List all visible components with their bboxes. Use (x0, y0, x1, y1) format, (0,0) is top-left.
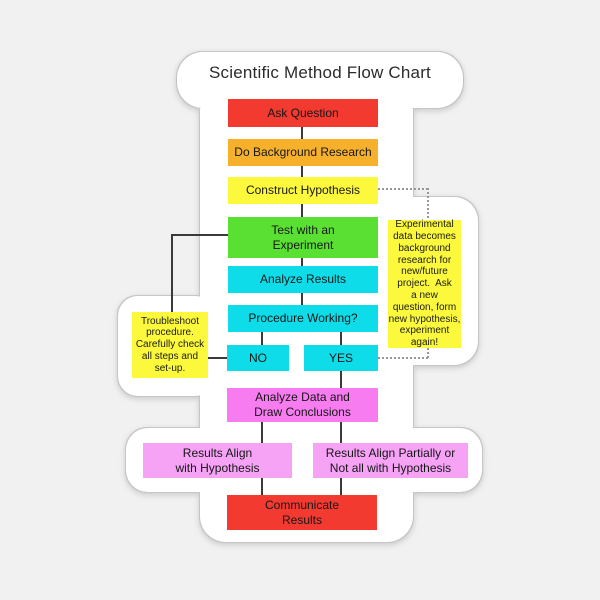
node-yes: YES (304, 345, 378, 371)
node-ask-question: Ask Question (228, 99, 378, 127)
edge-main-column-line (301, 112, 303, 318)
note-experimental: Experimental data becomes background res… (388, 219, 461, 349)
chart-title: Scientific Method Flow Chart (209, 63, 431, 82)
node-test-experiment: Test with an Experiment (228, 217, 378, 258)
node-background-research: Do Background Research (228, 139, 378, 166)
edge-no-to-troubleshoot (208, 357, 228, 359)
edge-dotted-to-hypothesis (378, 188, 428, 190)
node-construct-hypothesis: Construct Hypothesis (228, 177, 378, 204)
node-procedure-working: Procedure Working? (228, 305, 378, 332)
node-analyze-results: Analyze Results (228, 266, 378, 293)
note-troubleshoot: Troubleshoot procedure. Carefully check … (132, 312, 208, 378)
node-communicate-results: Communicate Results (227, 495, 377, 530)
node-analyze-data-conclusions: Analyze Data and Draw Conclusions (227, 388, 378, 422)
node-results-partial: Results Align Partially or Not all with … (313, 443, 468, 478)
edge-working-to-no (261, 318, 263, 358)
edge-loop-vertical (171, 234, 173, 312)
node-results-align: Results Align with Hypothesis (143, 443, 292, 478)
node-no: NO (227, 345, 289, 371)
edge-loop-to-test-horizontal (171, 234, 229, 236)
edge-dotted-from-yes (378, 357, 428, 359)
